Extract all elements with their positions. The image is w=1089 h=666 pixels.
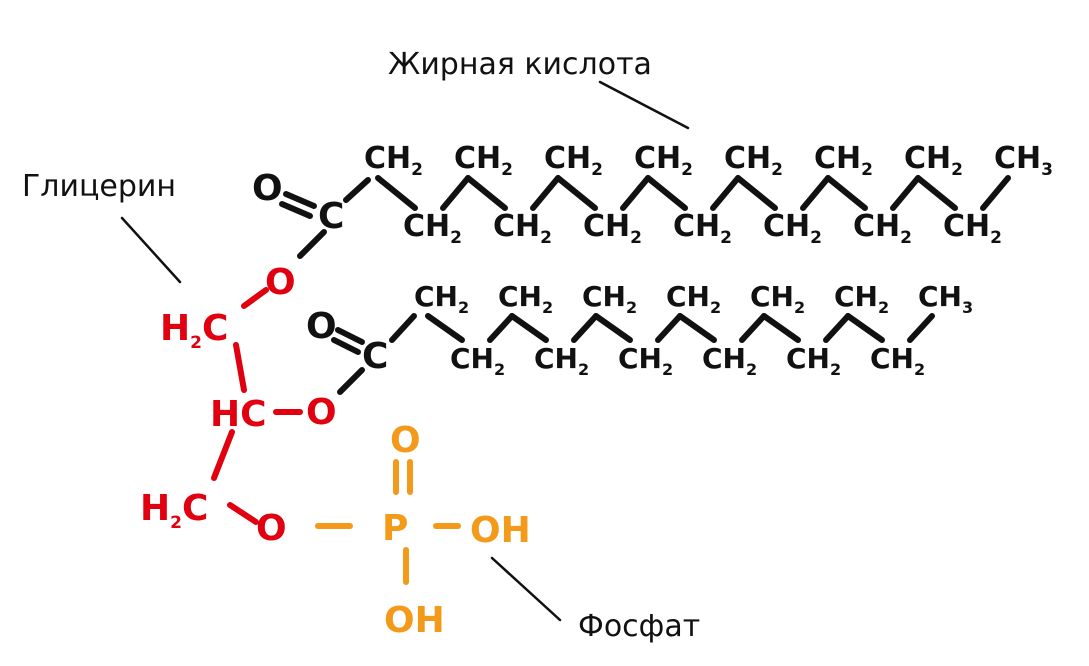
glycerol-group: H2C HC H2C O O O <box>140 262 337 549</box>
chain-bottom-ch2: CH2 <box>943 209 1002 248</box>
chain-top-ch2: CH2 <box>544 141 603 180</box>
glycerol-o1: O <box>265 262 296 303</box>
chain-top-ch3: CH3 <box>918 280 973 317</box>
chain-bond <box>890 175 921 211</box>
chain-bottom-ch2: CH2 <box>763 209 822 248</box>
label-glycerol: Глицерин <box>22 169 176 204</box>
phosphate-p: P <box>382 508 408 549</box>
chain-top-ch2: CH2 <box>364 141 423 180</box>
chain-bond <box>845 313 885 343</box>
chain-top-ch2: CH2 <box>634 141 693 180</box>
chain-bottom-ch2: CH2 <box>450 342 505 379</box>
bond-c-o-double-a <box>335 327 365 345</box>
phosphate-oh-bottom: OH <box>384 600 445 641</box>
chain-top-ch2: CH2 <box>498 280 553 317</box>
chain-bond <box>907 313 935 343</box>
chain-bond <box>530 175 561 211</box>
phosphate-oh-right: OH <box>470 510 531 551</box>
ester-group-1: C O <box>252 168 371 259</box>
chain-bond <box>593 313 633 343</box>
chain-bottom-ch2: CH2 <box>870 342 925 379</box>
chain-bottom-ch2: CH2 <box>534 342 589 379</box>
bond-c-o-double-b <box>331 337 361 355</box>
chain-bond <box>655 313 683 343</box>
bond-c-o-double-b <box>279 201 313 219</box>
label-phosphate: Фосфат <box>578 609 700 644</box>
chain-bond <box>980 175 1011 211</box>
chain-top-ch2: CH2 <box>454 141 513 180</box>
chain-bottom-ch2: CH2 <box>673 209 732 248</box>
bond-c-chain-2 <box>389 313 417 343</box>
label-fatty-acid: Жирная кислота <box>388 47 652 82</box>
glycerol-c1: H2C <box>160 308 228 353</box>
chain-bond <box>645 175 688 211</box>
chain-bottom-ch2: CH2 <box>583 209 642 248</box>
bond-c1-o <box>241 287 269 309</box>
chain-bond <box>465 175 508 211</box>
chain-bond <box>571 313 599 343</box>
bond-c3-o <box>227 502 259 525</box>
chain-top-ch2: CH2 <box>814 141 873 180</box>
chain-bond <box>375 175 418 211</box>
chain-bond <box>825 175 868 211</box>
glycerol-c2: HC <box>210 394 267 435</box>
chain-bond <box>425 313 465 343</box>
chain-bottom-ch2: CH2 <box>702 342 757 379</box>
bond-c2-c3 <box>211 429 235 481</box>
chain-bond <box>739 313 767 343</box>
glycerol-c3: H2C <box>140 488 208 533</box>
ester-2-carbon: C <box>362 336 388 377</box>
glycerol-o2: O <box>306 392 337 433</box>
chain-bottom-ch2: CH2 <box>618 342 673 379</box>
chain-bottom-ch2: CH2 <box>493 209 552 248</box>
chain-top-ch2: CH2 <box>724 141 783 180</box>
phosphate-o-double: O <box>390 420 421 461</box>
chain-bottom-ch2: CH2 <box>786 342 841 379</box>
chain-top-ch2: CH2 <box>666 280 721 317</box>
pointer-phosphate <box>490 556 562 622</box>
ester-1-carbon: C <box>318 196 344 237</box>
chain-bond <box>487 313 515 343</box>
chain-bottom-ch2: CH2 <box>853 209 912 248</box>
bond-c-o-double-a <box>283 191 317 209</box>
chain-top-ch3: CH3 <box>994 141 1053 180</box>
pointer-glycerol <box>120 216 182 284</box>
bond-c1-c2 <box>233 342 247 393</box>
chain-bond <box>509 313 549 343</box>
ester-group-2: C O <box>306 306 417 395</box>
chain-bond <box>710 175 741 211</box>
chain-bond <box>620 175 651 211</box>
chain-bond <box>555 175 598 211</box>
bond-o1-c <box>297 229 327 259</box>
ester-1-carbonyl-o: O <box>252 168 283 209</box>
chain-top-ch2: CH2 <box>834 280 889 317</box>
chain-bottom-ch2: CH2 <box>403 209 462 248</box>
chain-bond <box>677 313 717 343</box>
phosphate-group: P O OH OH <box>315 420 531 641</box>
chain-bond <box>823 313 851 343</box>
bond-o2-c <box>337 367 365 395</box>
chain-top-ch2: CH2 <box>750 280 805 317</box>
chain-top-ch2: CH2 <box>414 280 469 317</box>
bond-c-chain-1 <box>343 177 371 203</box>
pointer-fatty-acid <box>598 80 690 130</box>
chain-bond <box>915 175 958 211</box>
glycerol-o3: O <box>256 508 287 549</box>
chain-top-ch2: CH2 <box>582 280 637 317</box>
chain-bond <box>761 313 801 343</box>
chain-bond <box>735 175 778 211</box>
chain-bond <box>440 175 471 211</box>
chain-bond <box>800 175 831 211</box>
chain-top-ch2: CH2 <box>904 141 963 180</box>
